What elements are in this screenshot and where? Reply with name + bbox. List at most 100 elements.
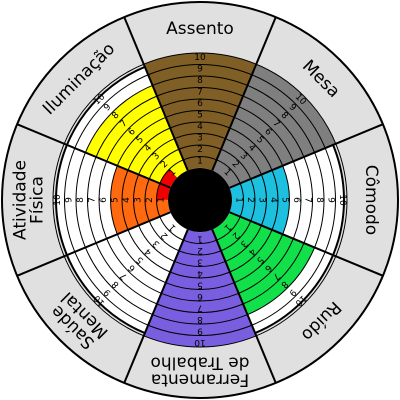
scale-number: 1 (197, 233, 203, 243)
scale-rings (52, 52, 348, 348)
scale-number: 4 (268, 197, 278, 203)
scale-number: 9 (65, 197, 75, 203)
segment-divider (211, 16, 277, 171)
scale-number: 1 (233, 197, 243, 203)
scale-number: 2 (230, 159, 241, 170)
scale-number: 6 (262, 127, 273, 138)
scale-number: 3 (134, 197, 144, 203)
scale-number: 9 (102, 102, 113, 113)
segment-divider (123, 16, 189, 171)
scale-number: 2 (159, 230, 170, 241)
scale-number: 1 (157, 197, 167, 203)
scale-number: 1 (222, 167, 233, 178)
segment-divider (229, 211, 384, 277)
scale-number: 2 (245, 197, 255, 203)
value-wedge (110, 165, 171, 235)
segment-divider (211, 229, 277, 384)
scale-number: 8 (110, 278, 121, 289)
center-mark (156, 169, 178, 200)
segment-divider (16, 211, 171, 277)
scale-number: 6 (127, 126, 138, 137)
scale-number: 8 (278, 278, 289, 289)
scale-number: 7 (270, 270, 281, 281)
scale-number: 3 (238, 238, 249, 249)
scale-number: 3 (256, 197, 266, 203)
category-label: Assento (166, 19, 234, 39)
scale-number: 4 (122, 197, 132, 203)
scale-number: 2 (159, 159, 170, 170)
scale-number: 8 (197, 76, 203, 86)
scale-number: 6 (197, 99, 203, 109)
value-wedge (143, 229, 257, 347)
scale-number: 6 (291, 197, 301, 203)
scale-number: 1 (197, 157, 203, 167)
category-label: Ferramenta (151, 370, 249, 390)
category-label: Atividade (11, 160, 31, 240)
scale-number: 3 (238, 151, 249, 162)
scale-number: 7 (197, 302, 203, 312)
scale-number: 1 (167, 222, 178, 233)
category-label: Cômodo (361, 165, 381, 235)
scale-ring (64, 64, 336, 336)
scale-number: 1 (167, 167, 178, 178)
scale-number: 1 (222, 222, 233, 233)
value-wedge (143, 53, 257, 171)
scale-number: 5 (197, 279, 203, 289)
scale-number: 3 (197, 134, 203, 144)
segment-divider (229, 123, 384, 189)
scale-number: 4 (197, 268, 203, 278)
scale-number: 2 (197, 245, 203, 255)
scale-number: 9 (197, 325, 203, 335)
scale-number: 2 (197, 145, 203, 155)
scale-number: 5 (135, 135, 146, 146)
scale-number: 7 (119, 270, 130, 281)
scale-number: 8 (110, 110, 121, 121)
scale-number: 4 (197, 122, 203, 132)
scale-ring (156, 156, 244, 244)
scale-number: 2 (230, 230, 241, 241)
scale-number: 4 (143, 246, 154, 257)
scale-number: 6 (197, 291, 203, 301)
scale-number: 5 (135, 254, 146, 265)
scale-number: 4 (246, 246, 257, 257)
scale-number: 5 (279, 197, 289, 203)
scale-number: 8 (278, 110, 289, 121)
scale-number: 7 (119, 119, 130, 130)
scale-number: 4 (143, 143, 154, 154)
scale-number: 3 (151, 151, 162, 162)
segment-divider (16, 123, 171, 189)
scale-number: 3 (151, 238, 162, 249)
category-dividers (16, 16, 384, 384)
scale-number: 10 (194, 337, 206, 347)
scale-ring (133, 133, 267, 267)
scale-ring (52, 52, 348, 348)
category-label: Física (28, 176, 48, 224)
scale-number: 10 (194, 53, 206, 63)
segment-divider (123, 229, 189, 384)
scale-number: 2 (145, 197, 155, 203)
scale-ring (98, 98, 302, 302)
scale-number: 9 (325, 197, 335, 203)
scale-number: 6 (262, 262, 273, 273)
scale-number: 7 (88, 197, 98, 203)
scale-number: 9 (197, 65, 203, 75)
scale-number: 9 (287, 102, 298, 113)
scale-number: 10 (337, 194, 347, 206)
scale-number: 3 (197, 256, 203, 266)
category-label: de Trabalho (150, 353, 249, 373)
scale-number: 8 (314, 197, 324, 203)
scale-number: 6 (126, 262, 137, 273)
scale-ring (87, 87, 313, 313)
scale-number: 9 (102, 286, 113, 297)
scale-number: 6 (99, 197, 109, 203)
value-wedge (229, 165, 290, 235)
scale-ring (75, 75, 325, 325)
scale-number: 7 (197, 88, 203, 98)
center-hub (168, 168, 232, 232)
scale-number: 4 (246, 143, 257, 154)
scale-number: 5 (254, 254, 265, 265)
scale-number: 10 (53, 194, 63, 206)
scale-number: 5 (111, 197, 121, 203)
scale-number: 5 (197, 111, 203, 121)
